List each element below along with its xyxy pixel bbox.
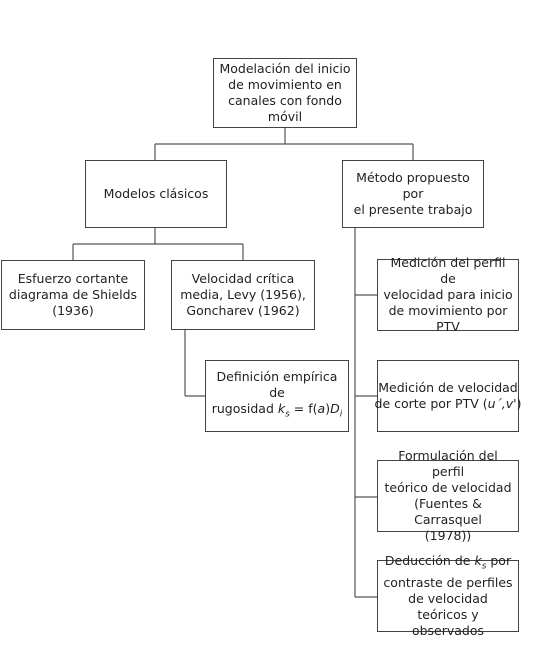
shear-velocity-node: Medición de velocidad de corte por PTV (…	[375, 360, 522, 432]
root-node-line: canales con fondo	[228, 93, 342, 108]
deduction-line: observados	[411, 622, 485, 638]
k-subscript: s	[481, 561, 487, 572]
root-node-line: móvil	[267, 109, 303, 124]
shear-velocity-line-2: de corte por PTV (u´,v')	[375, 396, 522, 412]
deduction-line-1: Deducción de ks por	[383, 553, 513, 575]
profile-measure-line: de movimiento por	[388, 303, 508, 318]
proposed-method-line: el presente trabajo	[353, 202, 473, 217]
shields-line: Esfuerzo cortante	[17, 271, 129, 286]
theoretical-profile-node: Formulación del perfil teórico de veloci…	[377, 448, 519, 543]
proposed-method-node: Método propuesto por el presente trabajo	[342, 160, 484, 228]
deduction-line: contraste de perfiles	[383, 574, 513, 590]
classic-models-node: Modelos clásicos	[85, 160, 227, 228]
a-symbol: a	[317, 401, 326, 417]
root-node: Modelación del inicio de movimiento en c…	[213, 58, 357, 128]
k-symbol: k	[277, 401, 286, 417]
deduction-node: Deducción de ks por contraste de perfile…	[377, 553, 519, 638]
deduction-line: de velocidad teóricos y	[408, 590, 488, 622]
critical-velocity-line: Velocidad crítica	[191, 271, 295, 286]
roughness-eq: = f(	[289, 401, 318, 417]
theoretical-profile-line: teórico de velocidad	[384, 480, 512, 495]
roughness-prefix: rugosidad	[211, 401, 278, 417]
shields-line: (1936)	[52, 303, 94, 318]
shields-line: diagrama de Shields	[8, 287, 138, 302]
shear-velocity-line-1: Medición de velocidad	[378, 380, 518, 395]
shear-velocity-suffix: )	[516, 396, 522, 411]
roughness-line-1: Definición empírica de	[216, 369, 338, 401]
deduction-suffix: por	[486, 553, 512, 569]
theoretical-profile-line: (1978))	[424, 528, 472, 543]
profile-measure-line: PTV	[436, 319, 460, 334]
roughness-node: Definición empírica de rugosidad ks = f(…	[205, 360, 349, 432]
classic-models-label: Modelos clásicos	[103, 186, 209, 201]
roughness-close: )	[325, 401, 331, 417]
k-subscript: s	[285, 409, 290, 420]
theoretical-profile-line: Formulación del perfil	[398, 448, 498, 479]
profile-measure-line: velocidad para inicio	[383, 287, 513, 302]
profile-measure-line: Medición del perfil de	[390, 255, 506, 286]
root-node-line: Modelación del inicio	[219, 61, 351, 76]
theoretical-profile-line: (Fuentes & Carrasquel	[414, 496, 482, 527]
profile-measure-node: Medición del perfil de velocidad para in…	[377, 255, 519, 334]
deduction-prefix: Deducción de	[384, 553, 475, 569]
roughness-formula: rugosidad ks = f(a)Di	[211, 401, 343, 423]
d-subscript: i	[339, 409, 343, 420]
uv-symbol: u´,v'	[487, 396, 517, 411]
critical-velocity-line: Goncharev (1962)	[186, 303, 300, 318]
root-node-line: de movimiento en	[228, 77, 342, 92]
d-symbol: D	[330, 401, 340, 417]
shear-velocity-prefix: de corte por PTV (	[374, 396, 488, 411]
k-symbol: k	[474, 553, 482, 569]
proposed-method-line: Método propuesto por	[356, 170, 470, 201]
critical-velocity-line: media, Levy (1956),	[180, 287, 306, 302]
critical-velocity-node: Velocidad crítica media, Levy (1956), Go…	[171, 260, 315, 330]
shields-node: Esfuerzo cortante diagrama de Shields (1…	[1, 260, 145, 330]
